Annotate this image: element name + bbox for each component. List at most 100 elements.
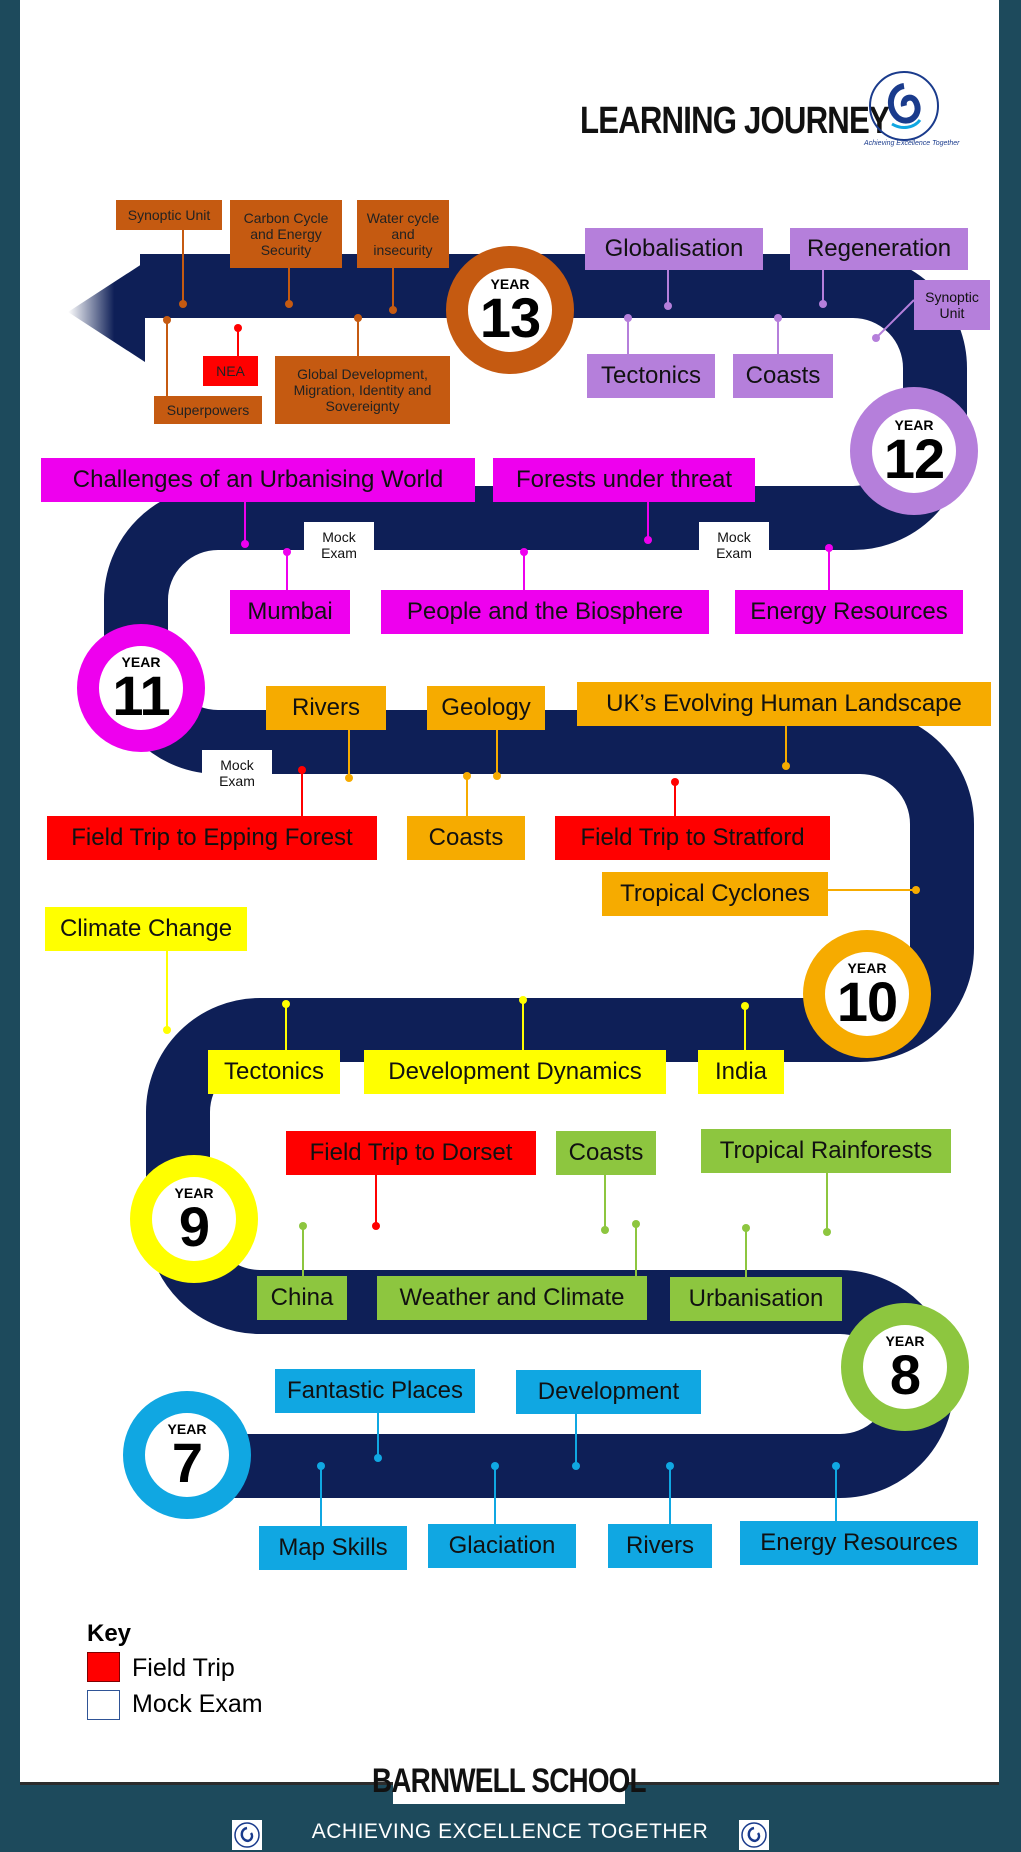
leader-dot [601,1226,609,1234]
field-trip-dorset: Field Trip to Dorset [286,1131,536,1175]
leader-dot [825,544,833,552]
mock-exam-10: Mock Exam [202,750,272,796]
label-tectonics-12: Tectonics [587,354,715,398]
leader-dot [671,778,679,786]
label-climate-change: Climate Change [45,907,247,951]
label-uk-evolving-landscape: UK’s Evolving Human Landscape [577,682,991,726]
label-tropical-rainforests: Tropical Rainforests [701,1129,951,1173]
footer-tagline: ACHIEVING EXCELLENCE TOGETHER [311,1820,709,1843]
label-rivers-10: Rivers [266,686,386,730]
label-coasts-8: Coasts [556,1131,656,1175]
label-rivers-7: Rivers [608,1524,712,1568]
leader-dot [345,774,353,782]
label-geology: Geology [427,686,545,730]
label-mumbai: Mumbai [230,590,350,634]
label-fantastic-places: Fantastic Places [275,1369,475,1413]
label-water-cycle: Water cycle and insecurity [357,200,449,268]
leader-dot [520,548,528,556]
label-tropical-cyclones: Tropical Cyclones [602,872,828,916]
leader-dot [774,314,782,322]
label-weather-climate: Weather and Climate [377,1276,647,1320]
leader-dot [179,300,187,308]
mock-exam-11-a: Mock Exam [304,522,374,568]
leader-dot [299,1222,307,1230]
footer-logo-left-icon [232,1820,262,1850]
field-trip-stratford: Field Trip to Stratford [555,816,830,860]
label-india: India [698,1050,784,1094]
leader-dot [624,314,632,322]
label-people-biosphere: People and the Biosphere [381,590,709,634]
footer-logo-right-icon [739,1820,769,1850]
key-mock-exam-swatch [87,1690,120,1720]
label-forests-under-threat: Forests under threat [493,458,755,502]
label-energy-resources-11: Energy Resources [735,590,963,634]
leader-dot [664,302,672,310]
leader-dot [666,1462,674,1470]
leader-dot [819,300,827,308]
label-development-dynamics: Development Dynamics [364,1050,666,1094]
leader-dot [241,540,249,548]
school-logo [869,71,939,141]
key-title: Key [87,1620,132,1647]
leader-dot [493,772,501,780]
label-development-7: Development [516,1370,701,1414]
leader-dot [741,1002,749,1010]
field-trip-nea: NEA [203,356,258,386]
leader-dot [632,1220,640,1228]
label-global-development: Global Development, Migration, Identity … [275,356,450,424]
leader-dot [282,1000,290,1008]
label-energy-resources-7: Energy Resources [740,1521,978,1565]
leader-dot [285,300,293,308]
label-synoptic-unit-12: Synoptic Unit [914,280,990,330]
key-mock-exam-label: Mock Exam [132,1690,263,1718]
road-arrowhead [68,262,145,362]
label-synoptic-unit-13: Synoptic Unit [116,200,222,230]
label-carbon-cycle: Carbon Cycle and Energy Security [230,200,342,268]
leader-dot [832,1462,840,1470]
leader-dot [742,1224,750,1232]
field-trip-epping-forest: Field Trip to Epping Forest [47,816,377,860]
leader-line [875,299,915,339]
label-map-skills: Map Skills [259,1526,407,1570]
leader-dot [317,1462,325,1470]
leader-dot [463,772,471,780]
leader-dot [782,762,790,770]
key-field-trip-label: Field Trip [132,1654,235,1682]
leader-dot [283,548,291,556]
label-china: China [257,1276,347,1320]
key-field-trip-swatch [87,1652,120,1682]
leader-dot [519,996,527,1004]
leader-dot [912,886,920,894]
leader-dot [374,1454,382,1462]
leader-dot [372,1222,380,1230]
label-coasts-10: Coasts [407,816,525,860]
leader-dot [389,306,397,314]
leader-dot [298,766,306,774]
label-tectonics-9: Tectonics [208,1050,340,1094]
label-challenges-urbanising-world: Challenges of an Urbanising World [41,458,475,502]
leader-dot [491,1462,499,1470]
logo-swirl-icon [887,83,921,124]
label-superpowers: Superpowers [154,396,262,424]
logo-motto: Achieving Excellence Together [864,140,960,147]
leader-dot [644,536,652,544]
page-title: LEARNING JOURNEY [580,100,890,142]
label-coasts-12: Coasts [733,354,833,398]
leader-dot [572,1462,580,1470]
leader-dot [872,334,880,342]
leader-dot [823,1228,831,1236]
footer-brand: BARNWELL SCHOOL [372,1758,647,1804]
label-urbanisation: Urbanisation [670,1277,842,1321]
leader-dot [163,316,171,324]
label-glaciation: Glaciation [428,1524,576,1568]
mock-exam-11-b: Mock Exam [699,522,769,568]
leader-dot [163,1026,171,1034]
leader-dot [354,314,362,322]
